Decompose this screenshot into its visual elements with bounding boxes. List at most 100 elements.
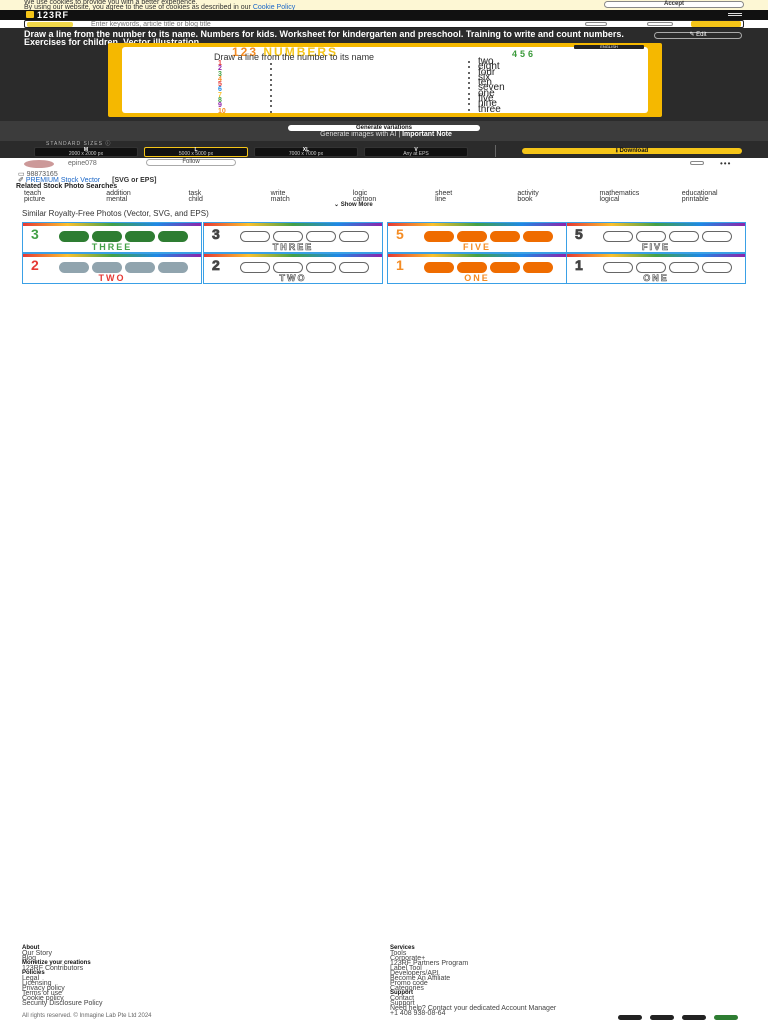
image-preview[interactable]: 123 NUMBERS 456 ENGLISH Draw a line from… xyxy=(108,43,662,117)
more-options-icon[interactable]: ••• xyxy=(720,159,732,168)
footer-link[interactable]: +1 408 938-08-64 xyxy=(390,1010,446,1017)
footer-link[interactable]: Need help? Contact your dedicated Accoun… xyxy=(390,1005,557,1012)
footer-link[interactable]: Promo code xyxy=(390,980,428,987)
top-header: 123RF xyxy=(0,10,768,20)
footer-link[interactable]: 123RF Partners Program xyxy=(390,960,469,967)
footer-link[interactable]: Categories xyxy=(390,985,424,992)
worksheet-number: 9 xyxy=(218,102,222,110)
related-keyword[interactable]: line xyxy=(435,196,447,203)
search-type-dropdown[interactable] xyxy=(27,22,73,27)
related-keyword[interactable]: activity xyxy=(517,190,539,197)
related-keyword[interactable]: logical xyxy=(599,196,620,203)
illustration-shape xyxy=(339,262,369,273)
footer-heading: Monetize your creations xyxy=(22,960,91,966)
important-note-link[interactable]: Important Note xyxy=(402,131,452,138)
contributor-avatar[interactable] xyxy=(24,160,54,168)
related-keyword[interactable]: book xyxy=(517,196,533,203)
whatsapp-icon[interactable] xyxy=(714,1015,738,1020)
related-keyword[interactable]: task xyxy=(188,190,202,197)
download-button[interactable]: ⭳ Download xyxy=(522,148,742,154)
worksheet-digits: 456 xyxy=(512,49,537,59)
worksheet-instruction: Draw a line from the number to its name xyxy=(214,52,375,62)
thumbnail-number: 1 xyxy=(396,257,404,273)
edit-button[interactable]: ✎ Edit xyxy=(654,32,742,39)
related-keyword[interactable]: write xyxy=(270,190,286,197)
footer-link[interactable]: Cookie policy xyxy=(22,995,64,1002)
related-keyword[interactable]: printable xyxy=(681,196,709,203)
related-keyword[interactable]: match xyxy=(270,196,290,203)
illustration-shape xyxy=(59,231,89,242)
related-keyword[interactable]: cartoon xyxy=(352,196,377,203)
footer-link[interactable]: Blog xyxy=(22,955,37,962)
follow-button[interactable]: Follow xyxy=(146,159,236,166)
site-logo[interactable]: 123RF xyxy=(26,11,69,20)
illustration-shape xyxy=(125,231,155,242)
footer-link[interactable]: Tools xyxy=(390,950,407,957)
show-more-button[interactable]: ⌄ Show More xyxy=(334,202,373,208)
related-keyword[interactable]: mathematics xyxy=(599,190,640,197)
footer-link[interactable]: Label Tool xyxy=(390,965,422,972)
related-keywords-row-1: teach addition task write logic sheet activity… xyxy=(14,190,754,197)
twitter-icon[interactable] xyxy=(682,1015,706,1020)
related-keyword[interactable]: logic xyxy=(352,190,368,197)
related-keyword[interactable]: sheet xyxy=(435,190,453,197)
related-keyword[interactable]: educational xyxy=(681,190,718,197)
cookie-policy-link[interactable]: Cookie Policy xyxy=(252,4,296,11)
related-keyword[interactable]: teach xyxy=(24,190,42,197)
related-keyword[interactable]: addition xyxy=(106,190,131,197)
filter-dropdown-icon[interactable] xyxy=(647,22,673,26)
footer-link[interactable]: Contact xyxy=(390,995,415,1002)
worksheet-number: 6 xyxy=(218,86,222,94)
generate-variations-button[interactable]: Generate variations xyxy=(288,125,480,131)
footer-link[interactable]: Terms of use xyxy=(22,990,63,997)
action-divider xyxy=(495,145,496,157)
illustration-shape xyxy=(424,262,454,273)
worksheet-name-item: seven xyxy=(468,82,588,94)
footer-link[interactable]: Privacy policy xyxy=(22,985,65,992)
footer-link[interactable]: Become An Affiliate xyxy=(390,975,451,982)
image-search-icon[interactable] xyxy=(585,22,607,26)
related-keyword[interactable]: child xyxy=(188,196,203,203)
related-keyword[interactable]: picture xyxy=(24,196,46,203)
thumbnail-word: ONE xyxy=(643,273,669,283)
worksheet-number: 2 xyxy=(218,65,222,73)
footer-link[interactable]: Corporate+ xyxy=(390,955,426,962)
thumbnail-word: THREE xyxy=(91,242,133,252)
color-band xyxy=(388,254,566,257)
image-action-bar xyxy=(0,121,768,141)
facebook-icon[interactable] xyxy=(650,1015,674,1020)
footer-link[interactable]: Legal xyxy=(22,975,40,982)
related-keyword[interactable]: mental xyxy=(106,196,128,203)
worksheet-name: seven xyxy=(478,82,505,94)
worksheet-name-item: six xyxy=(468,72,588,82)
thumbnail-illustrations xyxy=(603,260,739,273)
related-keywords-row-2: picture mental child match cartoon line book lo… xyxy=(14,196,754,203)
footer-link[interactable]: 123RF Contributors xyxy=(22,965,84,972)
vector-icon: ✐ xyxy=(18,177,24,184)
contributor-row: epine078 Follow ••• xyxy=(0,158,768,170)
footer-link[interactable]: Licensing xyxy=(22,980,52,987)
footer-link[interactable]: Security Disclosure Policy xyxy=(22,1000,103,1007)
footer-link[interactable]: Our Story xyxy=(22,950,52,957)
cookie-accept-button[interactable]: Accept xyxy=(604,1,744,8)
search-button[interactable] xyxy=(691,21,741,27)
like-icon[interactable] xyxy=(690,161,704,165)
instagram-icon[interactable] xyxy=(618,1015,642,1020)
footer-link[interactable]: Support xyxy=(390,1000,415,1007)
footer-link[interactable]: Developers/API xyxy=(390,970,439,977)
hamburger-menu-icon[interactable] xyxy=(728,13,742,16)
search-input[interactable] xyxy=(91,21,571,27)
contributor-name[interactable]: epine078 xyxy=(68,160,97,167)
